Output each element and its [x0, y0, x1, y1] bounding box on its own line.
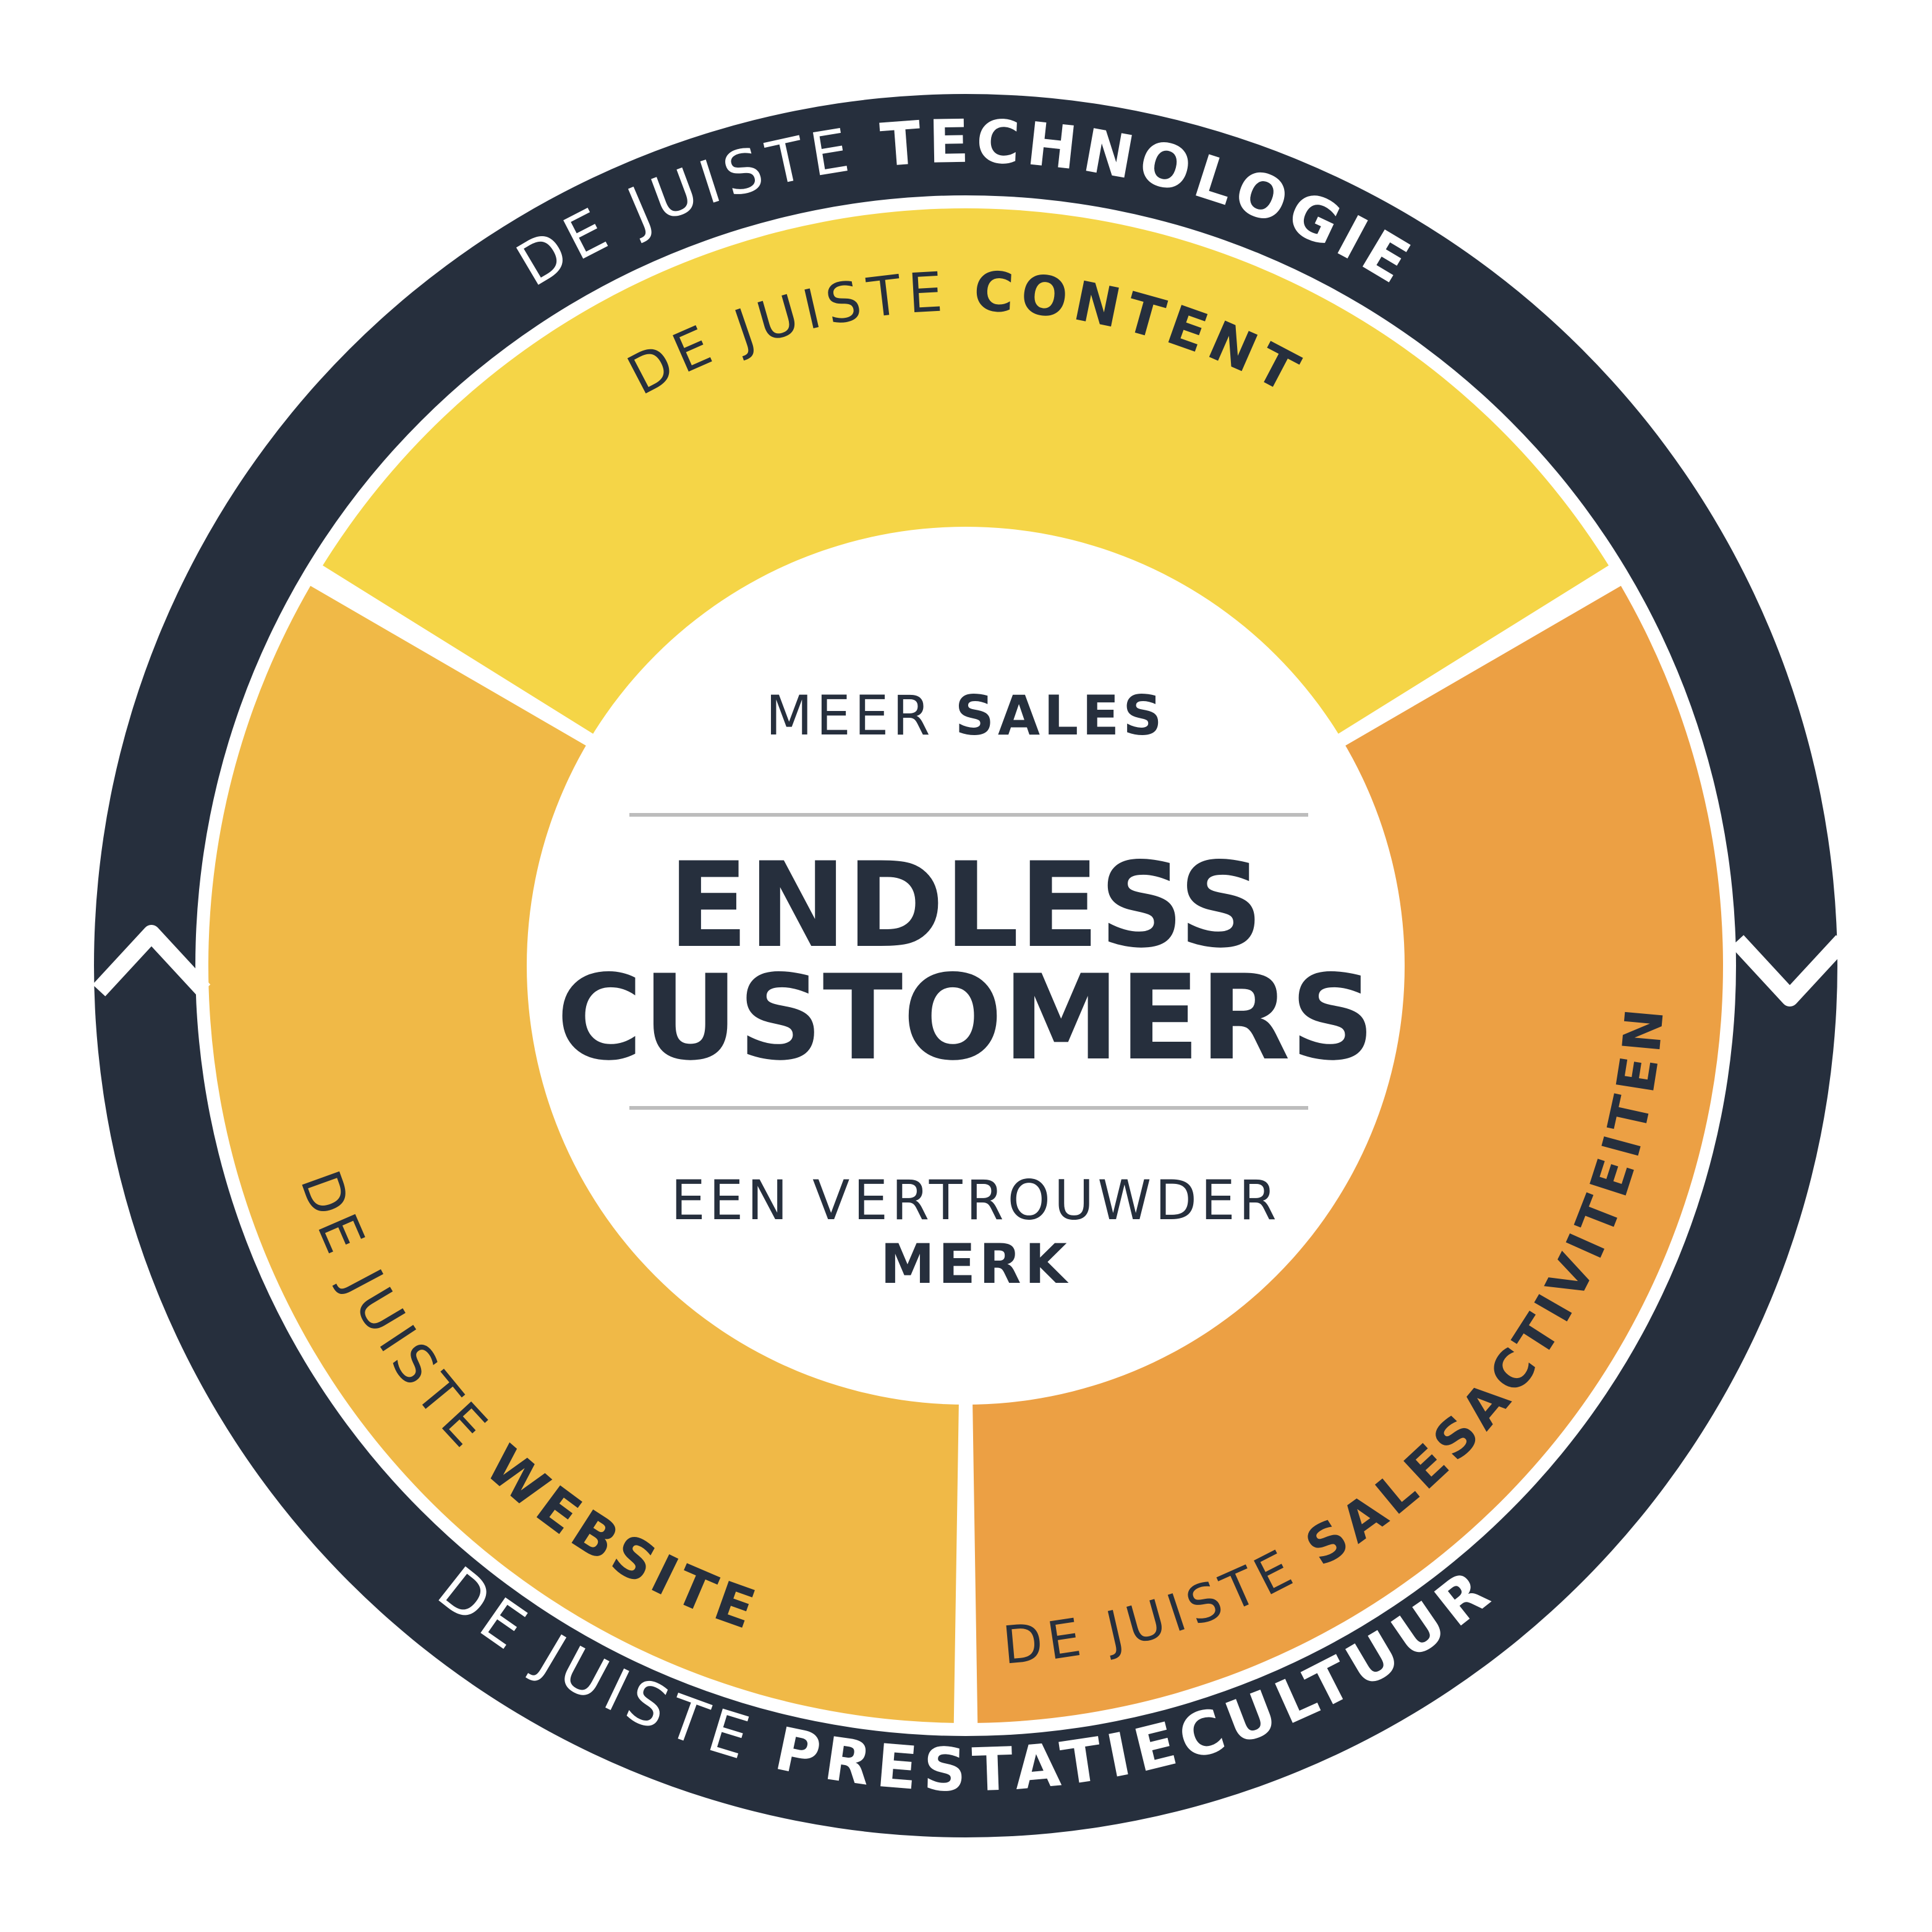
inner-circle [527, 527, 1405, 1405]
center-title-line2: CUSTOMERS [556, 950, 1375, 1086]
center-title-line1: ENDLESS [668, 837, 1264, 974]
ring-notch-left [92, 925, 211, 997]
segment-website [208, 585, 960, 1723]
center-bottom-line2: MERK [880, 1232, 1071, 1296]
segments [208, 208, 1723, 1723]
ring-notch-right [1730, 935, 1849, 1006]
segment-sales [972, 585, 1723, 1723]
segment-content [323, 208, 1609, 738]
center-bottom-line1: EEN VERTROUWDER [671, 1168, 1280, 1232]
center-top-label: MEER SALES [765, 684, 1165, 747]
